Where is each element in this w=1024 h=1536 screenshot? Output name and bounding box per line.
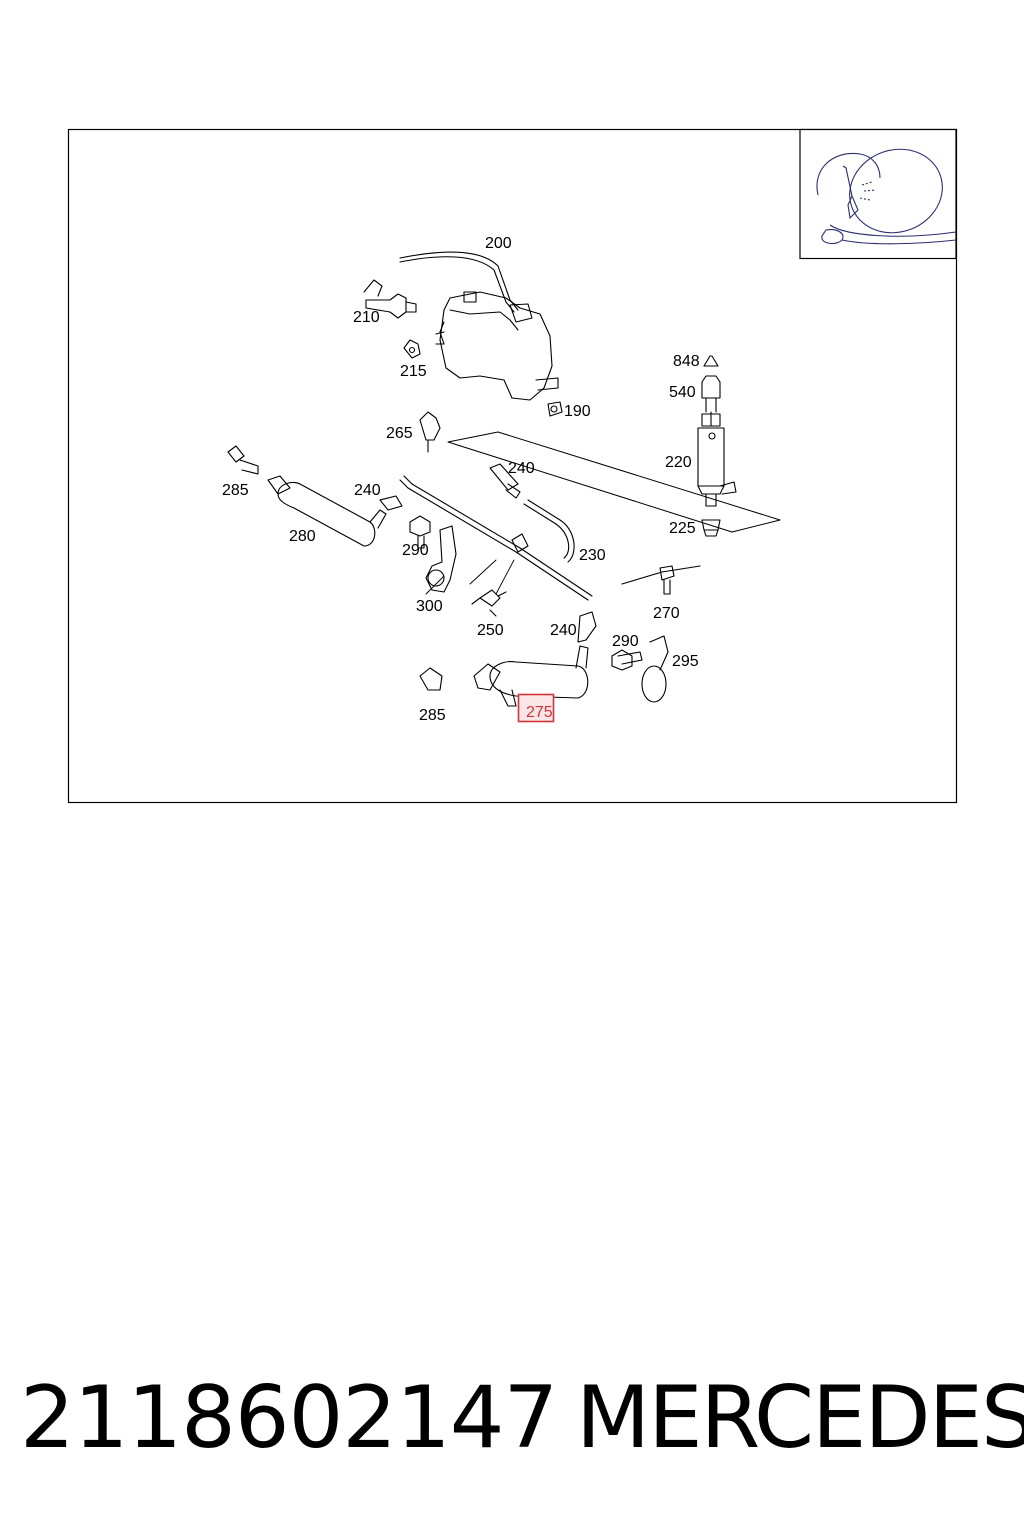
callout-210: 210 [353, 309, 380, 326]
callout-275: 275 [526, 704, 553, 721]
callout-285-lower: 285 [419, 707, 446, 724]
callout-848: 848 [673, 353, 700, 370]
part-290-bolt-upper [409, 515, 431, 549]
part-250-tpiece [471, 589, 507, 617]
callout-295: 295 [672, 653, 699, 670]
callout-290-lower: 290 [612, 633, 639, 650]
callout-labels: 200 210 215 190 848 540 265 240 220 285 … [222, 235, 700, 724]
part-225-grommet [701, 519, 721, 537]
callout-225: 225 [669, 520, 696, 537]
part-540-connector [701, 375, 721, 427]
part-240-connector-left [379, 495, 403, 511]
part-230-hose [399, 475, 593, 601]
callout-540: 540 [669, 384, 696, 401]
callout-285-top: 285 [222, 482, 249, 499]
callout-250: 250 [477, 622, 504, 639]
callout-300: 300 [416, 598, 443, 615]
callout-265: 265 [386, 425, 413, 442]
part-848-cap [703, 355, 719, 367]
part-295-bracket [641, 635, 669, 703]
callout-270: 270 [653, 605, 680, 622]
part-200-hose [399, 251, 519, 313]
part-300-bracket [425, 525, 457, 593]
part-290-bolt-lower [611, 649, 643, 671]
callout-190: 190 [564, 403, 591, 420]
part-265-elbow [419, 411, 441, 453]
footer: 2118602147 MERCEDES [0, 1368, 1024, 1478]
diagram-frame [67, 128, 958, 804]
callout-280: 280 [289, 528, 316, 545]
callout-240-top: 240 [508, 460, 535, 477]
part-215-clip [403, 339, 421, 359]
part-220-pump [697, 413, 737, 507]
parts-diagram: 200 210 215 190 848 540 265 240 220 285 … [67, 128, 958, 804]
part-285-nozzle-lower [419, 667, 443, 691]
part-190-reservoir [435, 291, 563, 417]
leader-lines [425, 559, 515, 595]
callout-215: 215 [400, 363, 427, 380]
part-270-clip [621, 565, 701, 595]
callout-230: 230 [579, 547, 606, 564]
callout-200: 200 [485, 235, 512, 252]
group-outline [447, 431, 781, 533]
brand-name: MERCEDES [576, 1368, 1024, 1468]
part-210-elbow [363, 279, 417, 319]
callout-275-highlight-box [517, 693, 555, 723]
part-240-connector-top [489, 463, 521, 499]
callout-220: 220 [665, 454, 692, 471]
callout-290-upper: 290 [402, 542, 429, 559]
inset-thumbnail [799, 128, 957, 260]
part-240-connector-lower [577, 611, 597, 643]
callout-240-lower: 240 [550, 622, 577, 639]
callout-240-left: 240 [354, 482, 381, 499]
part-number: 2118602147 [20, 1368, 558, 1468]
part-275-cylinder [473, 645, 589, 707]
part-285-nozzle-top [227, 445, 259, 475]
part-280-cylinder [267, 475, 387, 547]
